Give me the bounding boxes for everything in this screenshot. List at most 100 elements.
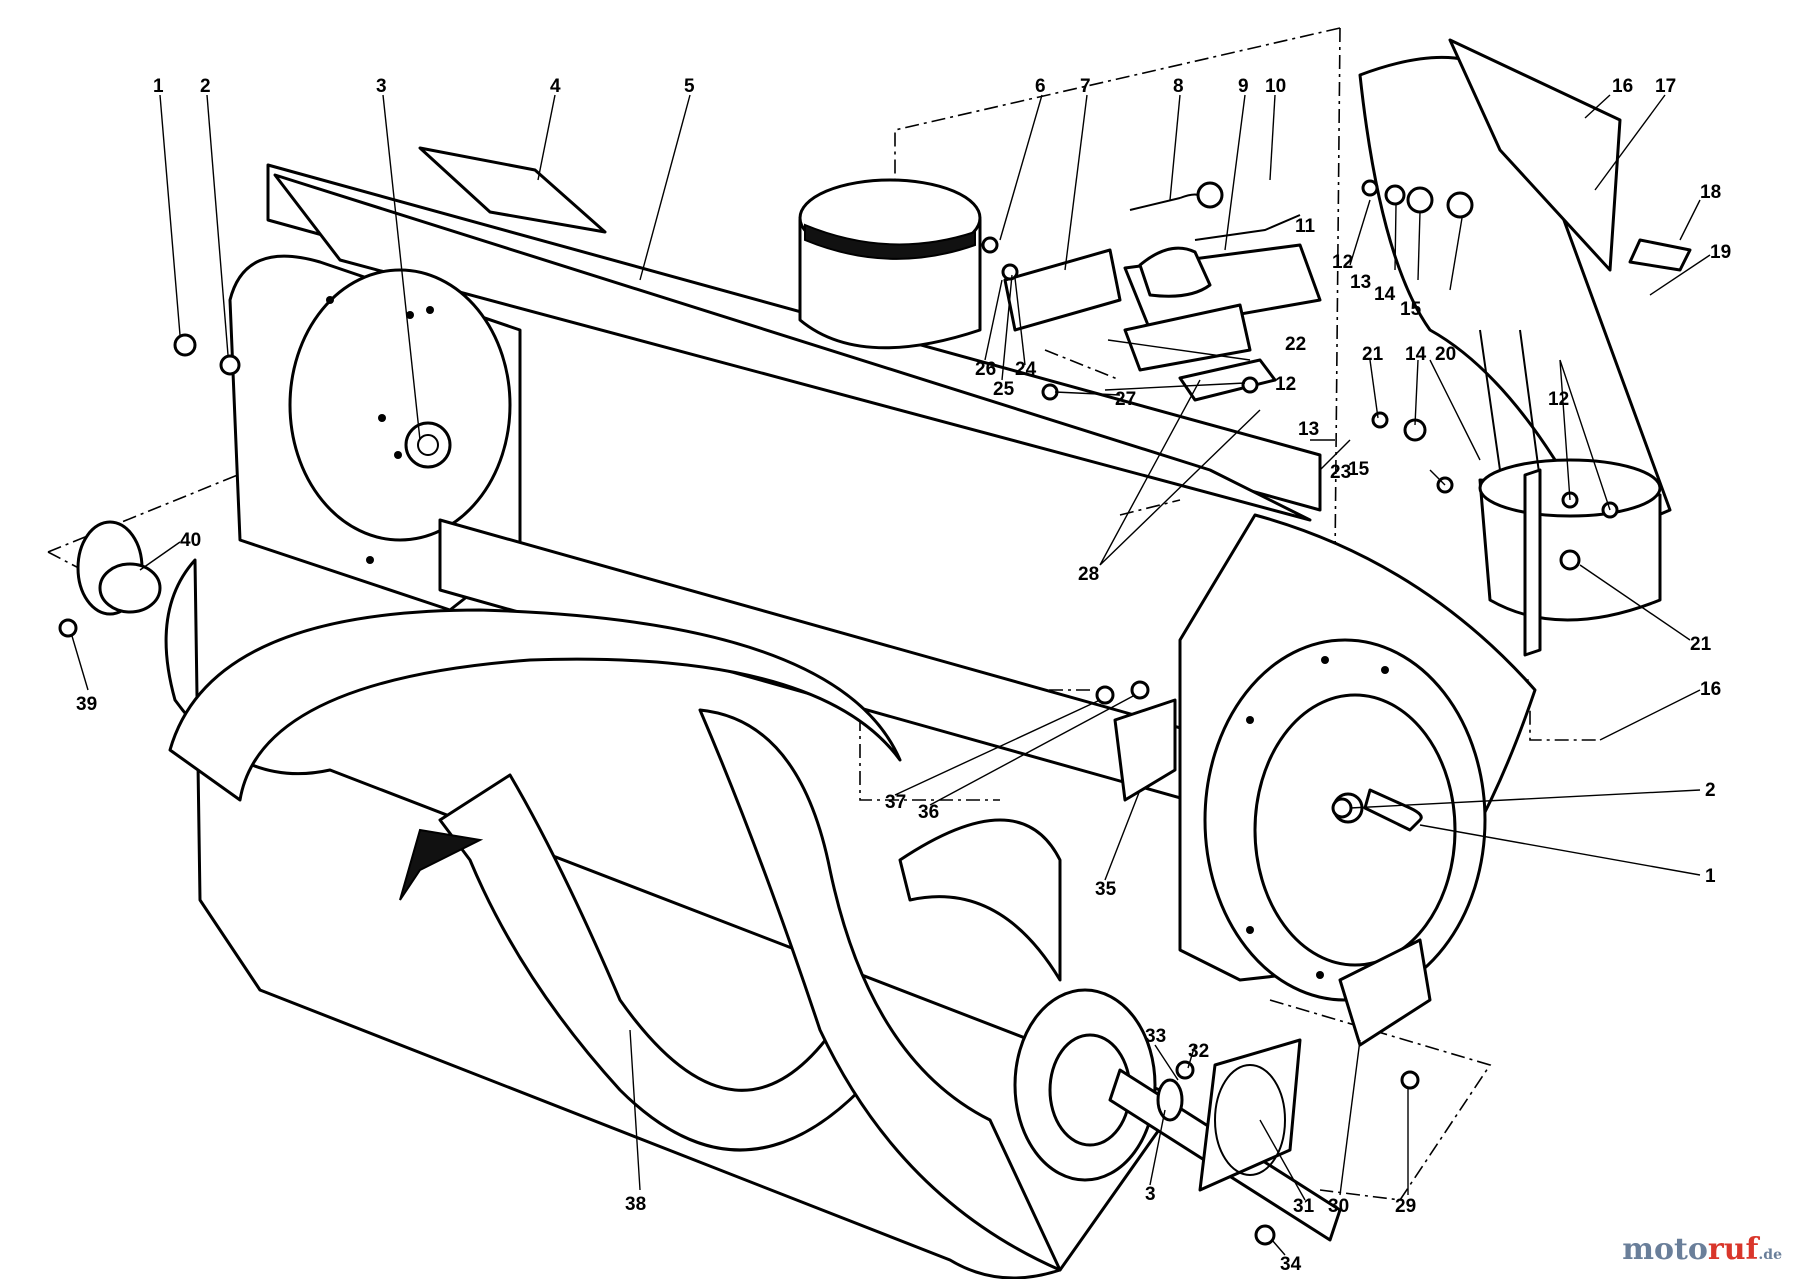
sprocket-teeth <box>1214 1064 1286 1176</box>
phantom-line <box>1044 349 1181 516</box>
callout-13: 13 <box>1298 419 1319 440</box>
support-part-21 <box>1523 468 1542 657</box>
bolt-15 <box>1446 191 1474 219</box>
bolt-part-37 <box>1095 685 1115 705</box>
bolt-part-34 <box>1254 1224 1276 1246</box>
leader <box>1187 1044 1196 1069</box>
leader <box>71 635 89 691</box>
callout-16: 16 <box>1700 679 1721 700</box>
leader <box>1001 274 1013 381</box>
flange-bearing <box>98 562 162 614</box>
shaft-collar-33 <box>1156 1078 1184 1122</box>
leader <box>1429 359 1481 461</box>
drive-shaft <box>1108 1038 1342 1246</box>
leader <box>1169 94 1181 201</box>
hole <box>1321 656 1329 664</box>
spring-part-9 <box>1138 246 1212 298</box>
hole <box>1316 971 1324 979</box>
leader <box>1414 359 1419 426</box>
plate-part-35 <box>1113 698 1177 802</box>
chute-crank-assembly <box>981 181 1322 402</box>
leader <box>984 279 1003 361</box>
chute-deflector-part-17 <box>1448 38 1622 272</box>
leader <box>639 94 691 281</box>
leader <box>629 1029 641 1191</box>
callout-3: 3 <box>376 76 387 97</box>
callout-12: 12 <box>1275 374 1296 395</box>
callout-28: 28 <box>1078 564 1099 585</box>
leader <box>1419 824 1701 876</box>
hole <box>406 311 414 319</box>
bracket-part-7 <box>1003 248 1122 332</box>
leader <box>1271 1239 1286 1256</box>
callout-33: 33 <box>1145 1026 1166 1047</box>
washer-14 <box>1406 186 1434 214</box>
plate-part-4 <box>418 146 607 234</box>
leader <box>1104 789 1141 881</box>
auger-flight-1 <box>168 608 902 802</box>
leader <box>1649 254 1711 296</box>
hole <box>1246 926 1254 934</box>
callout-10: 10 <box>1265 76 1286 97</box>
leader <box>1417 211 1421 281</box>
bolt-27 <box>1041 383 1059 401</box>
callout-5: 5 <box>684 76 695 97</box>
leader <box>929 694 1136 806</box>
leader <box>1054 391 1121 396</box>
hole <box>378 414 386 422</box>
phantom-line <box>894 27 1341 396</box>
leader <box>1154 1044 1179 1081</box>
label-part-18 <box>1628 238 1692 272</box>
hole <box>1246 716 1254 724</box>
leader <box>1599 689 1701 741</box>
leader <box>1339 1039 1361 1196</box>
auger-paddle <box>898 818 1062 982</box>
bracket-lower <box>1123 303 1252 372</box>
bolt-part-29 <box>1400 1070 1420 1090</box>
callout-16: 16 <box>1612 76 1633 97</box>
leader <box>1584 94 1611 119</box>
chute-base <box>798 178 982 350</box>
callout-23: 23 <box>1330 462 1351 483</box>
callout-25: 25 <box>993 379 1015 400</box>
hole <box>1381 666 1389 674</box>
leader <box>1104 382 1246 391</box>
callout-35: 35 <box>1095 879 1117 900</box>
leader <box>1369 359 1379 419</box>
callout-13: 13 <box>1350 272 1371 293</box>
eyebolt-part-10 <box>1196 181 1224 209</box>
hole <box>394 451 402 459</box>
right-bearing-inner <box>1253 693 1457 967</box>
callout-19: 19 <box>1710 242 1731 263</box>
callouts: 1 2 3 4 5 6 7 8 9 10 11 12 12 12 13 13 1… <box>76 76 1731 1275</box>
callout-12: 12 <box>1332 252 1353 273</box>
leader <box>1449 217 1463 291</box>
leader <box>1107 339 1251 361</box>
leader <box>1014 277 1026 366</box>
nut-12 <box>1241 376 1259 394</box>
discharge-chute <box>1358 38 1692 657</box>
callout-31: 31 <box>1293 1196 1315 1217</box>
bolt-21 <box>1559 549 1581 571</box>
callout-12: 12 <box>1548 389 1569 410</box>
bolt-part-1 <box>173 333 197 357</box>
crank-rods-20 <box>1479 329 1541 481</box>
callout-34: 34 <box>1280 1254 1302 1275</box>
washer-part-36 <box>1130 680 1150 700</box>
callout-15: 15 <box>1348 459 1370 480</box>
leader <box>1429 469 1446 486</box>
callout-21: 21 <box>1362 344 1384 365</box>
bolt-39 <box>58 618 78 638</box>
callout-17: 17 <box>1655 76 1676 97</box>
callout-20: 20 <box>1435 344 1456 365</box>
leader <box>1349 789 1701 809</box>
leader <box>1064 94 1088 271</box>
callout-3: 3 <box>1145 1184 1156 1205</box>
hole <box>366 556 374 564</box>
leader <box>1579 564 1691 641</box>
washer-part-2 <box>219 354 241 376</box>
nut-12 <box>1361 179 1379 197</box>
callout-32: 32 <box>1188 1041 1209 1062</box>
rod-part-8 <box>1194 214 1301 241</box>
